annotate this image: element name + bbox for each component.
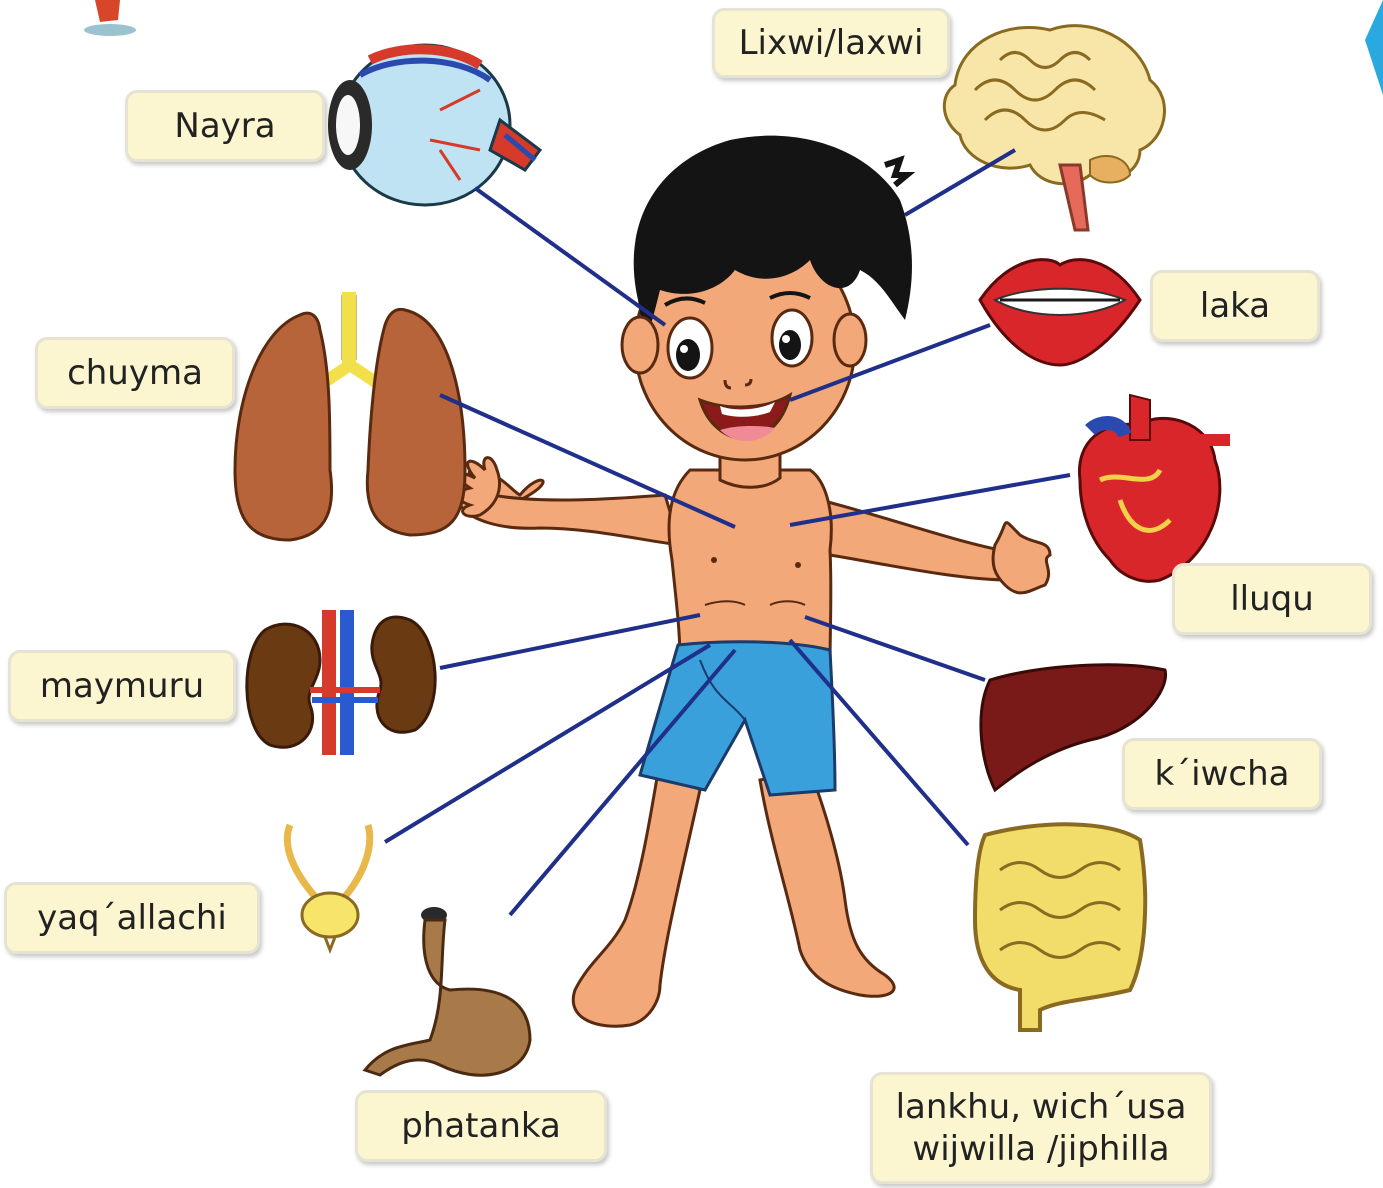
label-yaqallachi: yaq´allachi (4, 882, 260, 954)
label-lluqu-text: lluqu (1230, 578, 1314, 621)
label-lankhu-line2: wijwilla /jiphilla (912, 1128, 1169, 1171)
kidneys-icon (247, 610, 435, 755)
label-chuyma: chuyma (35, 337, 235, 409)
label-phatanka: phatanka (355, 1090, 607, 1162)
label-lixwi: Lixwi/laxwi (712, 8, 950, 78)
label-lixwi-text: Lixwi/laxwi (739, 22, 924, 65)
label-lluqu: lluqu (1172, 563, 1372, 635)
connector-lixwi (905, 150, 1015, 215)
lungs-icon (235, 292, 465, 540)
connector-lluqu (790, 475, 1070, 525)
label-maymuru: maymuru (8, 650, 236, 722)
brain-icon (944, 26, 1164, 230)
label-kiwcha-text: k´iwcha (1154, 753, 1289, 796)
label-nayra-text: Nayra (174, 105, 275, 148)
label-kiwcha: k´iwcha (1122, 738, 1322, 810)
connector-maymuru (440, 615, 700, 668)
label-laka-text: laka (1200, 285, 1270, 328)
label-maymuru-text: maymuru (40, 665, 204, 708)
bladder-icon (287, 825, 369, 950)
label-laka: laka (1150, 270, 1320, 342)
eye-icon (328, 45, 540, 205)
heart-icon (1079, 395, 1230, 581)
intestines-icon (975, 824, 1145, 1030)
label-nayra: Nayra (125, 90, 325, 162)
label-yaqallachi-text: yaq´allachi (37, 897, 227, 940)
mouth-icon (980, 260, 1140, 365)
label-chuyma-text: chuyma (67, 352, 203, 395)
label-lankhu-line1: lankhu, wich´usa (896, 1086, 1187, 1129)
boy-figure (457, 136, 1050, 1027)
label-lankhu: lankhu, wich´usa wijwilla /jiphilla (870, 1072, 1212, 1184)
stomach-icon (365, 907, 530, 1075)
label-phatanka-text: phatanka (401, 1105, 561, 1148)
